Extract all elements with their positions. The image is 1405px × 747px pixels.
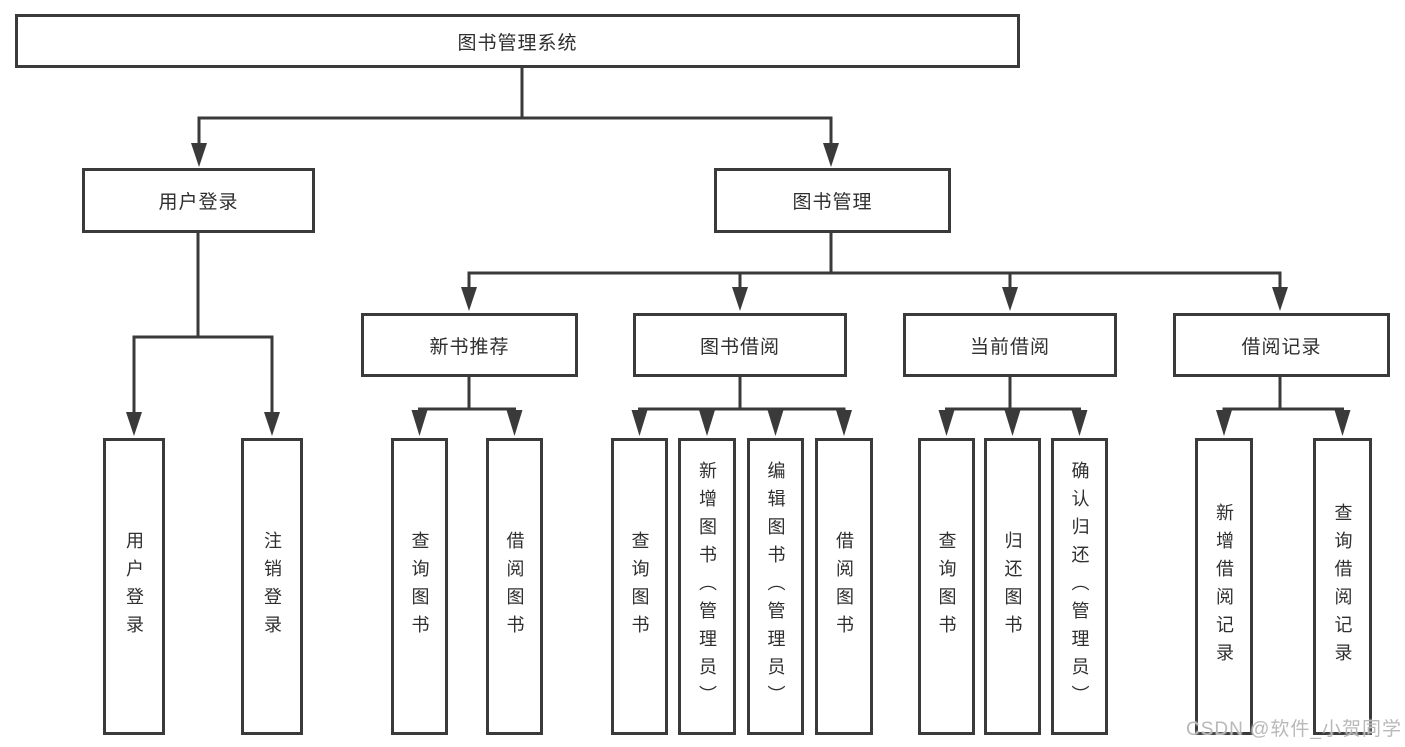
node-user-login-label: 用户登录 xyxy=(158,192,239,213)
node-book-borrowing-label: 图书借阅 xyxy=(699,336,780,358)
leaf-current-confirm-return-admin-label: 确认归还（管理员） xyxy=(1069,460,1090,713)
leaf-borrowing-add-books-admin: 新增图书（管理员） xyxy=(678,438,736,735)
leaf-records-add-record: 新增借阅记录 xyxy=(1195,438,1253,735)
leaf-user-login-label: 用户登录 xyxy=(124,530,144,643)
leaf-borrowing-add-books-admin-label: 新增图书（管理员） xyxy=(697,460,717,713)
leaf-borrowing-borrow-books-label: 借阅图书 xyxy=(834,530,854,643)
leaf-logout: 注销登录 xyxy=(241,438,303,735)
leaf-logout-label: 注销登录 xyxy=(262,530,282,643)
leaf-current-query-books-label: 查询图书 xyxy=(936,530,957,643)
node-book-borrowing: 图书借阅 xyxy=(633,313,847,377)
node-new-book-recommend-label: 新书推荐 xyxy=(429,336,510,358)
leaf-current-query-books: 查询图书 xyxy=(918,438,975,735)
leaf-records-add-record-label: 新增借阅记录 xyxy=(1214,502,1234,671)
leaf-user-login: 用户登录 xyxy=(103,438,165,735)
leaf-borrowing-edit-books-admin: 编辑图书（管理员） xyxy=(747,438,804,735)
leaf-newbooks-query-books: 查询图书 xyxy=(391,438,448,735)
leaf-borrowing-query-books: 查询图书 xyxy=(611,438,668,735)
leaf-current-confirm-return-admin: 确认归还（管理员） xyxy=(1051,438,1108,735)
node-current-borrowing: 当前借阅 xyxy=(903,313,1117,377)
node-current-borrowing-label: 当前借阅 xyxy=(969,336,1050,358)
node-book-management-label: 图书管理 xyxy=(792,192,873,213)
leaf-borrowing-edit-books-admin-label: 编辑图书（管理员） xyxy=(765,460,786,713)
node-borrowing-records-label: 借阅记录 xyxy=(1241,336,1322,358)
node-root-label: 图书管理系统 xyxy=(457,32,578,54)
csdn-watermark: CSDN @软件_小贺同学 xyxy=(1186,719,1402,740)
leaf-records-query-record: 查询借阅记录 xyxy=(1313,438,1372,735)
node-new-book-recommend: 新书推荐 xyxy=(361,313,578,377)
leaf-newbooks-borrow-books-label: 借阅图书 xyxy=(504,530,525,643)
node-borrowing-records: 借阅记录 xyxy=(1173,313,1390,377)
leaf-current-return-books: 归还图书 xyxy=(984,438,1041,735)
leaf-newbooks-borrow-books: 借阅图书 xyxy=(486,438,543,735)
leaf-records-query-record-label: 查询借阅记录 xyxy=(1332,502,1353,671)
node-root: 图书管理系统 xyxy=(15,14,1020,68)
leaf-borrowing-query-books-label: 查询图书 xyxy=(629,530,650,643)
leaf-borrowing-borrow-books: 借阅图书 xyxy=(815,438,873,735)
node-book-management: 图书管理 xyxy=(714,168,951,233)
leaf-newbooks-query-books-label: 查询图书 xyxy=(409,530,430,643)
node-user-login: 用户登录 xyxy=(82,168,315,233)
leaf-current-return-books-label: 归还图书 xyxy=(1002,530,1023,643)
